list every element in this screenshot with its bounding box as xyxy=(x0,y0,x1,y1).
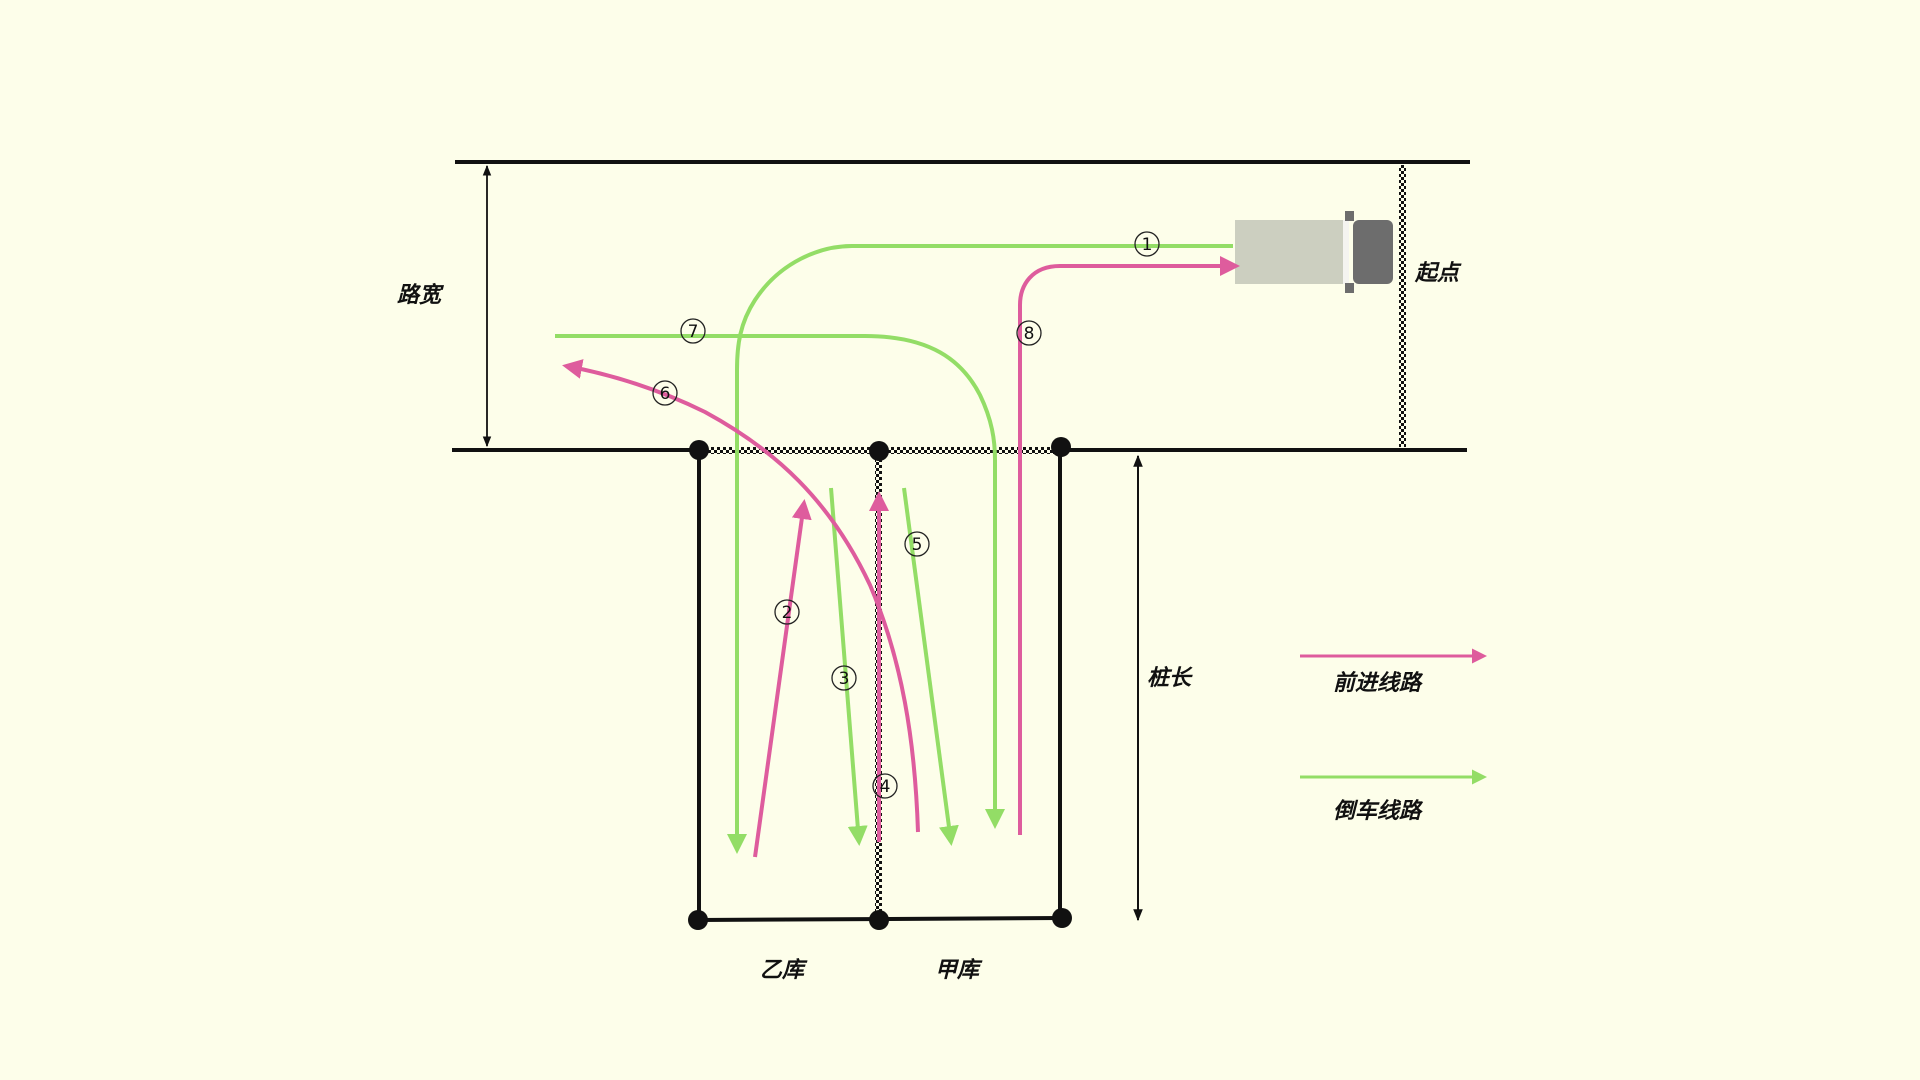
post-bottom-middle xyxy=(869,910,889,930)
route-5-reverse-path xyxy=(902,487,959,846)
legend-forward-label: 前进线路 xyxy=(1333,670,1424,696)
route-number-1: 1 xyxy=(1134,231,1160,257)
svg-text:1: 1 xyxy=(1142,235,1153,255)
garage-jia-label: 甲库 xyxy=(935,958,983,983)
route-number-8: 8 xyxy=(1016,320,1042,346)
svg-text:3: 3 xyxy=(839,669,850,689)
legend: 前进线路 倒车线路 xyxy=(1300,648,1487,824)
route-3-reverse-path xyxy=(829,487,868,846)
pile-length-label: 桩长 xyxy=(1147,665,1193,691)
route-number-2: 2 xyxy=(774,599,800,625)
route-8-forward-path xyxy=(1018,256,1240,835)
road-width-label: 路宽 xyxy=(397,282,445,308)
route-number-3: 3 xyxy=(831,665,857,691)
start-dotted-line xyxy=(1399,165,1406,447)
post-top-left xyxy=(689,440,709,460)
garage-yi-label: 乙库 xyxy=(760,958,808,983)
route-7-reverse-path xyxy=(555,334,1005,829)
svg-text:8: 8 xyxy=(1024,324,1035,344)
start-point-label: 起点 xyxy=(1414,261,1462,286)
svg-text:5: 5 xyxy=(912,535,923,555)
post-top-right xyxy=(1051,437,1071,457)
legend-reverse-label: 倒车线路 xyxy=(1333,798,1424,824)
post-bottom-right xyxy=(1052,908,1072,928)
route-1-reverse-path xyxy=(727,244,1233,854)
route-number-5: 5 xyxy=(904,531,930,557)
car-icon xyxy=(1235,211,1393,293)
route-number-7: 7 xyxy=(680,318,706,344)
route-6-forward-path xyxy=(562,359,920,833)
route-number-4: 4 xyxy=(872,773,898,799)
post-bottom-left xyxy=(688,910,708,930)
post-top-middle xyxy=(869,441,889,461)
svg-text:6: 6 xyxy=(660,384,671,404)
svg-text:4: 4 xyxy=(880,777,891,797)
route-2-forward-path xyxy=(753,499,812,858)
route-number-6: 6 xyxy=(652,380,678,406)
svg-text:2: 2 xyxy=(782,603,793,623)
svg-text:7: 7 xyxy=(688,322,699,342)
